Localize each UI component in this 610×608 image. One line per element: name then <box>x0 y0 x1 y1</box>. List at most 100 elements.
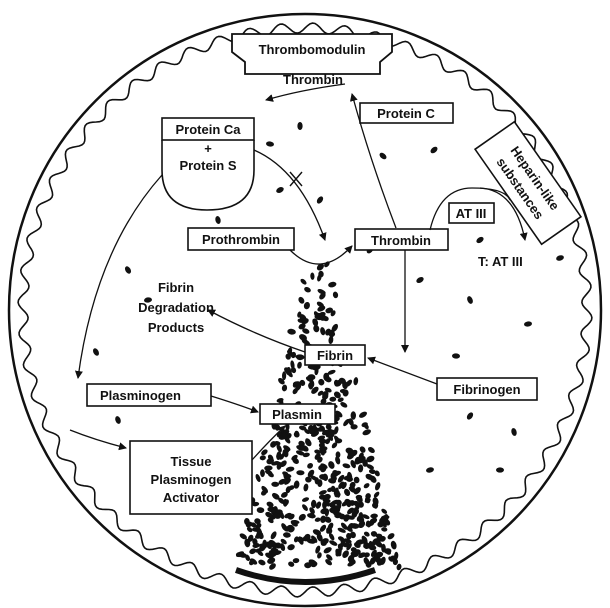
fdp-label-line3: Products <box>148 320 204 335</box>
clot-dot <box>271 481 279 487</box>
clot-dot <box>380 508 388 515</box>
plasma-cell-dot <box>475 236 485 245</box>
clot-dot <box>358 445 366 454</box>
clot-dot <box>293 430 301 438</box>
arrow-proteinca-to-plasminogen <box>78 175 162 378</box>
protein-s-label: Protein S <box>179 158 236 173</box>
clot-dot <box>269 530 277 540</box>
fdp-label-line2: Degradation <box>138 300 214 315</box>
plasma-cell-dot <box>555 254 564 262</box>
clot-dot <box>287 328 296 335</box>
fibrinogen-label: Fibrinogen <box>453 382 520 397</box>
arrow-wall-to-tpa <box>70 430 126 448</box>
plasma-cell-dot <box>466 411 475 421</box>
clot-dot <box>301 503 309 512</box>
thrombomodulin-label: Thrombomodulin <box>259 42 366 57</box>
clot-dot <box>308 428 314 434</box>
clot-dot <box>323 546 333 555</box>
clot-dot <box>306 462 314 470</box>
tpa-label-line3: Activator <box>163 490 219 505</box>
arrow-plasminogen-to-plasmin <box>211 396 258 412</box>
plasma-cell-dot <box>92 347 100 357</box>
protein-ca-label: Protein Ca <box>175 122 241 137</box>
clot-dot <box>373 491 381 499</box>
clot-dot <box>257 507 265 513</box>
clot-dot <box>367 446 376 455</box>
clot-dot <box>319 327 325 336</box>
prothrombin-label: Prothrombin <box>202 232 280 247</box>
clot-dot <box>283 532 291 538</box>
protein-c-label: Protein C <box>377 106 435 121</box>
plasma-cell-dot <box>425 467 434 474</box>
clot-dot <box>297 512 307 522</box>
clot-dot <box>296 470 304 475</box>
clot-dot <box>297 361 303 369</box>
clot-dot <box>329 397 336 402</box>
clot-dot <box>374 481 381 491</box>
clot-dot <box>363 482 371 489</box>
clot-dot <box>353 377 359 386</box>
clot-dot <box>339 401 348 409</box>
clot-dot <box>282 371 286 380</box>
plasma-cell-dot <box>124 265 133 275</box>
plasma-cell-dot <box>415 276 425 285</box>
clot-dot <box>332 291 339 299</box>
vessel-endothelium-wave <box>18 23 592 597</box>
clot-dot <box>351 411 356 420</box>
tpa-label-line1: Tissue <box>171 454 212 469</box>
clot-dot <box>303 483 309 491</box>
plasma-cell-dot <box>524 321 533 328</box>
plasma-cell-dot <box>378 151 387 160</box>
plasma-cell-dot <box>510 427 517 436</box>
tpa-label-line2: Plasminogen <box>151 472 232 487</box>
clot-dot <box>342 463 351 470</box>
vessel-base-plaque <box>236 570 375 582</box>
thrombin-mid-label: Thrombin <box>371 233 431 248</box>
clot-dot <box>386 532 395 541</box>
plasma-cell-dot <box>496 467 504 472</box>
plasma-cell-dot <box>466 295 474 304</box>
fdp-label-line1: Fibrin <box>158 280 194 295</box>
clot-dot <box>358 464 364 472</box>
clot-dot <box>259 455 266 461</box>
clot-dot <box>295 354 304 359</box>
plus-sign: + <box>204 141 212 156</box>
clot-dot <box>327 460 336 470</box>
plasminogen-label: Plasminogen <box>100 388 181 403</box>
clot-dot <box>381 527 388 532</box>
plasma-cell-dot <box>316 195 325 205</box>
clot-dot <box>292 558 299 564</box>
plasma-cell-dot <box>297 122 302 130</box>
fibrin-label: Fibrin <box>317 348 353 363</box>
t-at3-label: T: AT III <box>478 254 523 269</box>
clot-dot <box>297 296 305 305</box>
arrow-prothrombin-to-thrombin <box>290 246 352 264</box>
clot-dot <box>314 517 321 523</box>
clot-dot <box>362 428 372 436</box>
clot-dot <box>310 272 315 280</box>
plasma-cell-dot <box>266 141 275 148</box>
clot-dot <box>260 469 265 477</box>
thrombin-top-label: Thrombin <box>283 72 343 87</box>
clot-dot <box>281 384 287 392</box>
clot-dot <box>381 544 386 553</box>
arrow-fibrinogen-to-fibrin <box>368 358 437 384</box>
clot-dot <box>303 286 311 294</box>
heparin-box: Heparin-like substances <box>475 122 581 245</box>
plasma-cell-dot <box>215 216 222 225</box>
clot-dot <box>257 559 266 567</box>
plasma-cell-dot <box>429 145 438 154</box>
clot-dot <box>248 547 257 555</box>
clot-dot <box>358 410 368 419</box>
clot-dot <box>303 301 311 310</box>
at3-label: AT III <box>456 206 487 221</box>
clot-dot <box>287 543 296 551</box>
plasma-cell-dot <box>275 186 284 194</box>
arrow-proteinca-inhibits-prothrombin <box>254 150 325 240</box>
plasma-cell-dot <box>114 415 122 424</box>
clot-dot <box>328 281 337 288</box>
clot-dot <box>390 540 398 550</box>
clot-dot <box>311 500 317 509</box>
clot-dot <box>301 496 309 502</box>
